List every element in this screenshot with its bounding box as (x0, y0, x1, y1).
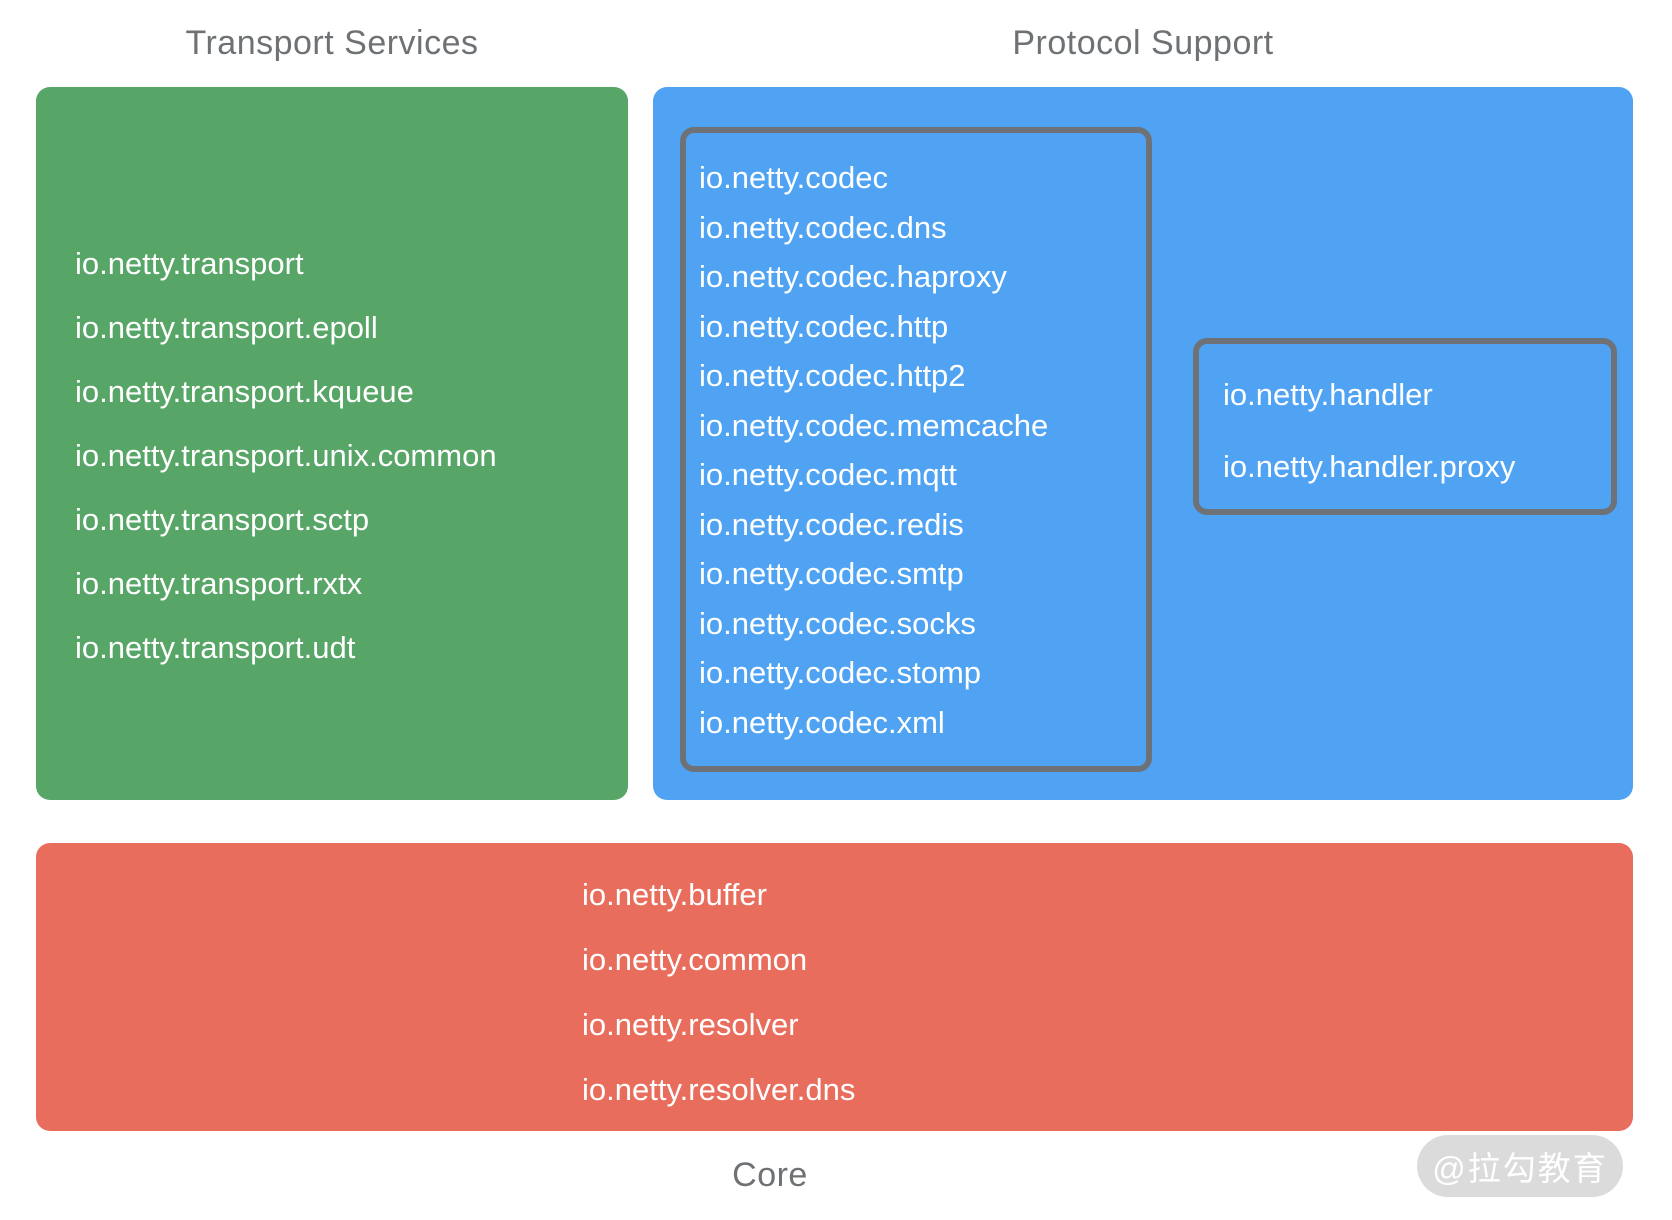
package-label: io.netty.codec.dns (699, 209, 947, 245)
protocol-support-box: io.netty.codec io.netty.codec.dns io.net… (653, 87, 1633, 800)
codec-package-list: io.netty.codec io.netty.codec.dns io.net… (686, 133, 1146, 747)
package-label: io.netty.transport (75, 246, 304, 281)
package-label: io.netty.transport.rxtx (75, 566, 363, 601)
core-package-list: io.netty.buffer io.netty.common io.netty… (36, 843, 1633, 1122)
package-label: io.netty.transport.udt (75, 630, 356, 665)
package-label: io.netty.codec.memcache (699, 407, 1049, 443)
package-label: io.netty.handler.proxy (1223, 449, 1516, 484)
handler-packages-box: io.netty.handler io.netty.handler.proxy (1193, 338, 1617, 515)
transport-services-box: io.netty.transport io.netty.transport.ep… (36, 87, 628, 800)
codec-packages-box: io.netty.codec io.netty.codec.dns io.net… (680, 127, 1152, 772)
transport-package-list: io.netty.transport io.netty.transport.ep… (36, 87, 628, 680)
package-label: io.netty.codec.haproxy (699, 259, 1007, 294)
package-label: io.netty.resolver (582, 1007, 799, 1042)
package-label: io.netty.codec.socks (699, 605, 976, 641)
package-label: io.netty.transport.sctp (75, 502, 370, 537)
core-box: io.netty.buffer io.netty.common io.netty… (36, 843, 1633, 1131)
package-label: io.netty.resolver.dns (582, 1072, 856, 1107)
package-label: io.netty.buffer (582, 877, 767, 912)
package-label: io.netty.codec.mqtt (699, 457, 957, 492)
package-label: io.netty.transport.unix.common (75, 438, 497, 473)
package-label: io.netty.codec.stomp (699, 655, 982, 690)
package-label: io.netty.codec.http (699, 308, 949, 344)
watermark-badge: @拉勾教育 (1417, 1135, 1623, 1197)
package-label: io.netty.transport.kqueue (75, 374, 414, 409)
package-label: io.netty.handler (1223, 377, 1433, 412)
protocol-support-title: Protocol Support (1012, 24, 1274, 62)
package-label: io.netty.codec.redis (699, 506, 964, 542)
handler-package-list: io.netty.handler io.netty.handler.proxy (1199, 344, 1611, 503)
core-title: Core (732, 1156, 808, 1194)
package-label: io.netty.codec.xml (699, 704, 945, 740)
transport-services-title: Transport Services (185, 24, 479, 62)
package-label: io.netty.codec.http2 (699, 358, 966, 393)
package-label: io.netty.common (582, 942, 808, 977)
package-label: io.netty.transport.epoll (75, 310, 378, 345)
package-label: io.netty.codec (699, 160, 888, 195)
package-label: io.netty.codec.smtp (699, 556, 964, 591)
